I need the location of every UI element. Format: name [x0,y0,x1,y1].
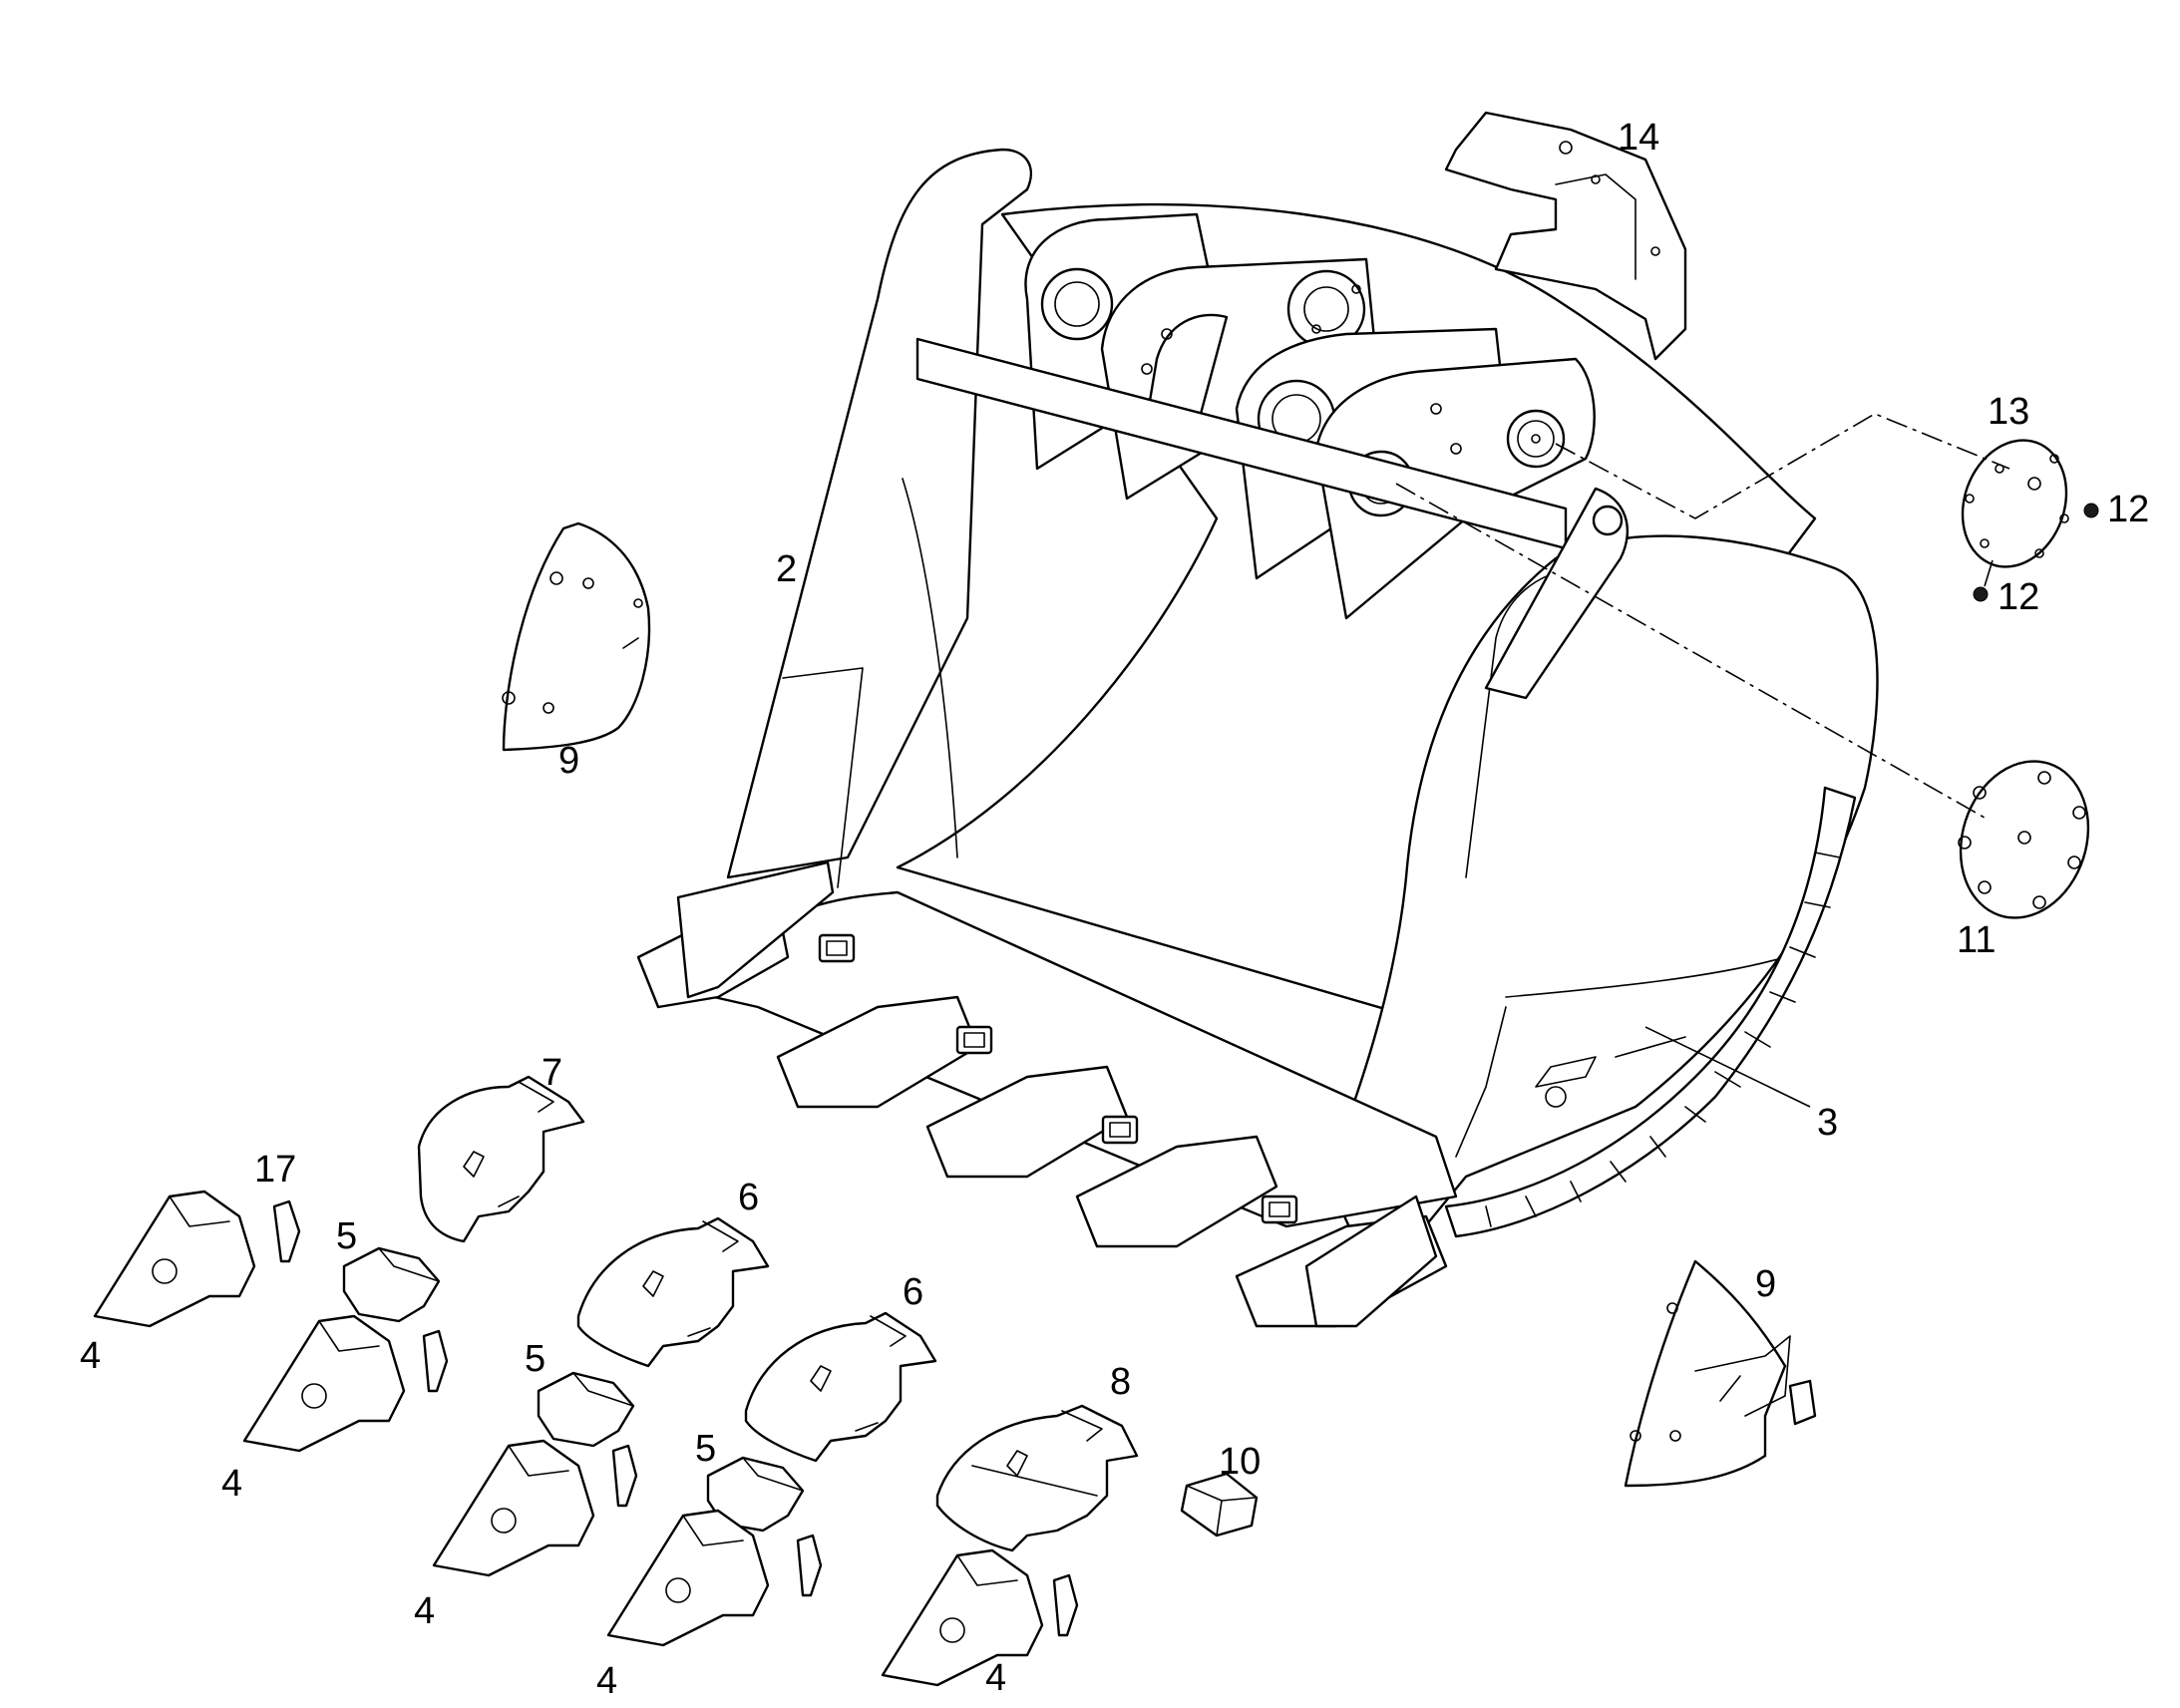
callout-17: 17 [254,1149,296,1191]
part-13-cover-plate [1961,439,2069,568]
part-4-tooth-d [606,1509,770,1647]
callout-14: 14 [1618,117,1659,159]
callout-2: 2 [776,548,797,590]
callout-9-right: 9 [1755,1263,1776,1305]
callout-6-b: 6 [903,1271,923,1313]
leader-lines [1644,1026,1811,1108]
part-5-block-a [342,1246,441,1323]
callout-4-d: 4 [596,1660,617,1702]
part-4-tooth-c [432,1439,595,1577]
callout-3: 3 [1817,1102,1838,1144]
part-9-side-shroud-right [1624,1259,1817,1488]
hinge-boss-plates [915,212,1630,700]
callout-10: 10 [1219,1441,1261,1483]
callout-4-e: 4 [985,1657,1006,1699]
part-5-block-c [706,1456,805,1533]
callout-9-left: 9 [558,740,579,782]
alignment-lines [1395,413,2010,819]
part-5-block-b [537,1371,635,1448]
callout-12-b: 12 [1998,576,2039,618]
callout-labels: 2 3 14 13 12 12 11 9 9 7 17 5 5 5 6 6 8 … [80,117,2149,1702]
callout-5-c: 5 [695,1428,716,1470]
callout-4-c: 4 [414,1590,435,1632]
callout-8: 8 [1110,1361,1131,1403]
callout-6-a: 6 [738,1177,759,1218]
part-12-bolts [1973,503,2099,602]
part-4-tooth-e [881,1548,1044,1687]
part-7-adapter [417,1075,585,1243]
adapters-on-lip [636,860,1448,1328]
callout-12-a: 12 [2107,489,2149,530]
callout-4-a: 4 [80,1335,101,1377]
part-10-pin [1180,1472,1259,1537]
callout-4-b: 4 [221,1463,242,1505]
callout-11: 11 [1957,919,1996,961]
part-17-pins [272,1199,1079,1637]
callout-13: 13 [1988,391,2029,433]
part-6-adapter-a [576,1216,770,1368]
part-4-tooth-a [93,1190,256,1328]
part-8-adapter [935,1404,1139,1552]
callout-7: 7 [542,1052,562,1094]
callout-5-b: 5 [525,1338,545,1380]
part-6-adapter-b [744,1311,937,1463]
part-4-tooth-b [242,1314,406,1453]
part-11-round-cover [1958,760,2090,919]
part-14-guard-plate [1444,111,1687,361]
part-9-side-shroud-left [502,521,651,752]
callout-5-a: 5 [336,1215,357,1257]
